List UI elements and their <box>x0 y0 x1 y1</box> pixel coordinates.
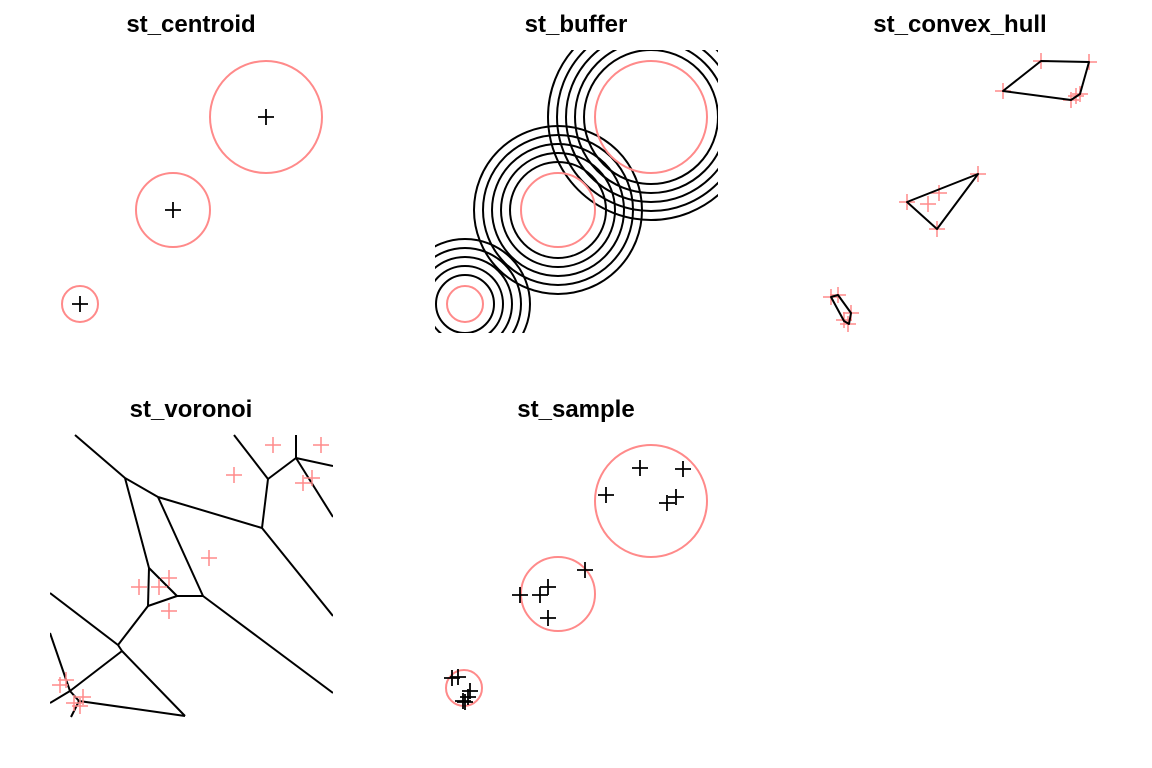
voronoi-edge <box>50 690 71 704</box>
buffer-ring <box>435 274 495 333</box>
voronoi-edge <box>261 527 333 617</box>
input-point <box>265 437 281 453</box>
sample-point <box>455 693 471 709</box>
voronoi-edge <box>157 496 204 597</box>
input-point <box>75 689 91 705</box>
centroid-point <box>258 109 274 125</box>
title-st-buffer: st_buffer <box>524 11 628 38</box>
sample-point <box>598 487 614 503</box>
sample-point <box>675 461 691 477</box>
buffer-ring <box>435 256 513 333</box>
sample-point <box>512 587 528 603</box>
input-circle <box>594 444 708 558</box>
sample-point <box>457 694 473 710</box>
input-point <box>131 579 147 595</box>
input-circle <box>445 669 483 707</box>
input-point <box>920 196 936 212</box>
input-point <box>151 579 167 595</box>
input-point <box>226 467 242 483</box>
buffer-ring <box>435 238 531 333</box>
voronoi-edge <box>124 477 159 498</box>
voronoi-edge <box>233 434 269 480</box>
input-point <box>52 677 68 693</box>
voronoi-edge <box>124 477 150 569</box>
buffer-ring <box>509 161 607 259</box>
st-voronoi-plot <box>50 434 333 718</box>
input-point <box>295 475 311 491</box>
sample-point <box>450 669 466 685</box>
hull-polygon <box>1002 60 1090 101</box>
input-circle <box>61 285 99 323</box>
input-point <box>931 185 947 201</box>
input-point <box>72 698 88 714</box>
st-buffer-plot <box>435 50 718 333</box>
sample-point <box>540 610 556 626</box>
title-st-sample: st_sample <box>517 396 635 423</box>
buffer-ring <box>500 152 616 268</box>
voronoi-edge <box>295 457 333 467</box>
title-st-convex-hull: st_convex_hull <box>873 11 1047 38</box>
centroid-point <box>165 202 181 218</box>
voronoi-edge <box>147 595 178 607</box>
voronoi-edge <box>78 700 186 717</box>
voronoi-edge <box>202 595 333 694</box>
buffer-ring <box>482 134 634 286</box>
buffer-ring <box>435 247 522 333</box>
buffer-ring <box>556 50 718 212</box>
voronoi-edge <box>50 592 119 646</box>
title-st-centroid: st_centroid <box>126 11 256 38</box>
input-circle <box>520 172 596 248</box>
sample-point <box>532 587 548 603</box>
buffer-ring <box>547 50 718 221</box>
input-point <box>161 603 177 619</box>
input-point <box>313 437 329 453</box>
sample-point <box>668 489 684 505</box>
sample-point <box>577 562 593 578</box>
input-circle <box>594 60 708 174</box>
st-sample-plot <box>444 444 708 710</box>
st-centroid-plot <box>61 60 323 323</box>
input-circle <box>135 172 211 248</box>
input-point <box>304 470 320 486</box>
voronoi-edge <box>261 478 269 529</box>
sample-point <box>540 579 556 595</box>
st-convex-hull-plot <box>823 53 1097 332</box>
hull-polygon <box>830 294 852 325</box>
voronoi-edge <box>148 567 178 597</box>
hull-polygon <box>906 173 979 230</box>
voronoi-edge <box>121 650 186 717</box>
voronoi-edge <box>147 567 150 607</box>
buffer-ring <box>565 50 718 203</box>
input-point <box>161 570 177 586</box>
buffer-ring <box>491 143 625 277</box>
input-circle <box>209 60 323 174</box>
voronoi-edge <box>74 434 126 479</box>
buffer-ring <box>435 265 504 333</box>
title-st-voronoi: st_voronoi <box>129 396 253 423</box>
voronoi-edge <box>267 457 297 480</box>
sample-point <box>632 460 648 476</box>
sample-point <box>659 495 675 511</box>
voronoi-edge <box>295 457 333 518</box>
buffer-ring <box>574 50 718 194</box>
centroid-point <box>72 296 88 312</box>
voronoi-edge <box>117 605 149 646</box>
voronoi-edge <box>157 496 263 529</box>
input-point <box>201 550 217 566</box>
voronoi-edge <box>117 644 123 652</box>
input-circle <box>446 285 484 323</box>
buffer-ring <box>473 125 643 295</box>
input-circle <box>520 556 596 632</box>
voronoi-edge <box>69 650 123 692</box>
buffer-ring <box>583 50 718 185</box>
